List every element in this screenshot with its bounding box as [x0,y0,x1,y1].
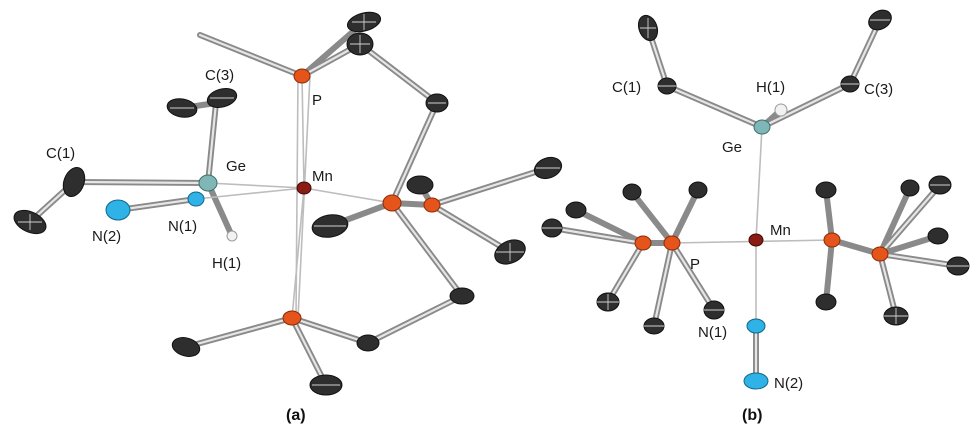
phosphorus-atom [293,68,311,84]
label-c3: C(3) [864,81,893,98]
label-mn: Mn [770,222,791,239]
label-c1: C(1) [612,79,641,96]
label-h1: H(1) [756,79,785,96]
panel-a-bonds [27,19,551,388]
carbon-atom [815,293,837,311]
label-ge: Ge [226,158,246,175]
nitrogen-atom-n1 [187,191,205,207]
carbon-atom [356,334,380,352]
hydrogen-atom [226,230,238,242]
nitrogen-atom-n2 [743,372,769,390]
label-c1: C(1) [46,145,75,162]
label-n2: N(2) [92,228,121,245]
hydrogen-atom [774,103,788,117]
nitrogen-atom-n2 [105,199,131,221]
phosphorus-atom [282,310,302,326]
germanium-atom [198,174,218,192]
phosphorus-atom [634,235,652,251]
panel-b-carbon-atoms [541,9,970,335]
label-p: P [312,92,322,109]
caption-b: (b) [742,407,762,424]
carbon-atom [406,175,434,195]
carbon-atom [565,201,587,219]
germanium-atom [753,119,771,135]
phosphorus-atom [382,194,402,212]
nitrogen-atom-n1 [746,318,766,334]
phosphorus-atom [871,246,889,262]
carbon-atom [171,337,201,357]
phosphorus-atom [823,232,841,248]
carbon-atom [900,179,920,197]
label-n1: N(1) [168,218,197,235]
panel-a-carbon-atoms [13,11,563,396]
phosphorus-atom [423,197,441,213]
carbon-atom [622,183,642,201]
phosphorus-atom [663,235,681,251]
carbon-atom [449,287,475,305]
label-ge: Ge [722,139,742,156]
label-mn: Mn [312,168,333,185]
panel-a-structure: C(3) P C(1) Ge Mn N(2) N(1) H(1) (a) [13,11,563,424]
label-p: P [690,256,700,273]
label-h1: H(1) [212,255,241,272]
panel-b-structure: C(1) H(1) C(3) Ge Mn P N(1) N(2) (b) [541,9,970,424]
carbon-atom [927,227,949,245]
carbon-atom [815,181,837,199]
carbon-atom [62,166,86,198]
carbon-atom [688,181,708,199]
label-c3: C(3) [205,67,234,84]
manganese-atom [296,181,312,195]
caption-a: (a) [286,407,306,424]
manganese-atom [748,233,764,247]
label-n2: N(2) [774,375,803,392]
label-n1: N(1) [698,324,727,341]
